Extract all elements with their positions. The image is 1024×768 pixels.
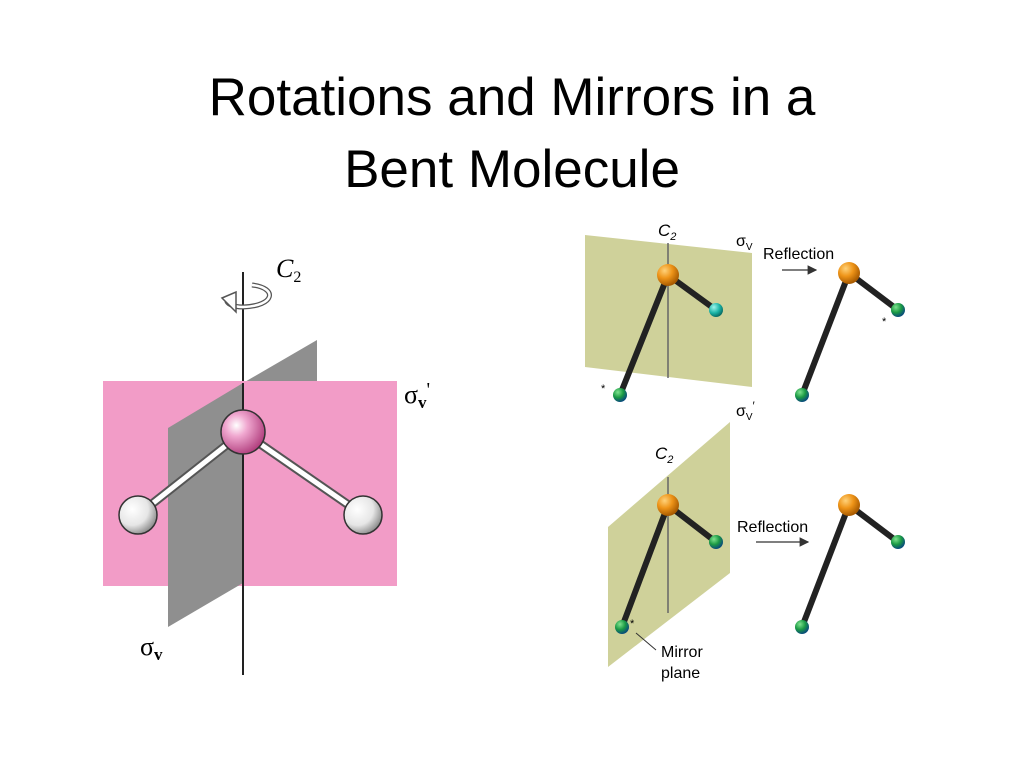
top-right-figure: * C2 σV Reflection * bbox=[585, 221, 905, 402]
sigma-v-prime-label: σv' bbox=[404, 379, 430, 412]
central-atom-top-reflected bbox=[838, 262, 860, 284]
bond-long-bottom-reflected bbox=[799, 503, 852, 629]
bottom-right-figure: * C2 σV′ Reflection Mirror plane bbox=[608, 399, 905, 682]
reflection-label-top: Reflection bbox=[763, 246, 834, 263]
atom-green-bottom-left bbox=[615, 620, 629, 634]
asterisk-before-top: * bbox=[601, 383, 606, 395]
central-atom bbox=[220, 409, 266, 455]
mirror-plane-leader bbox=[635, 632, 657, 651]
atom-green-bottom-reflected-left bbox=[795, 620, 809, 634]
title-line-1: Rotations and Mirrors in a bbox=[208, 68, 816, 127]
central-atom-bottom-reflected bbox=[838, 494, 860, 516]
asterisk-after-top: * bbox=[882, 316, 887, 328]
central-atom-top bbox=[657, 264, 679, 286]
bond-long-bottom bbox=[619, 503, 671, 629]
bond-long-top bbox=[617, 273, 671, 397]
sigma-v-plane-back bbox=[243, 340, 317, 383]
mirror-label-line-1: Mirror bbox=[661, 644, 703, 661]
sigma-v-label: σv bbox=[140, 632, 163, 664]
c2-label-bottom: C2 bbox=[655, 444, 673, 466]
sigma-v-label-top: σV bbox=[736, 233, 753, 253]
outer-atom-left bbox=[118, 495, 158, 535]
atom-green-top-reflected-right bbox=[891, 303, 905, 317]
atom-green-top bbox=[613, 388, 627, 402]
mirror-label-line-2: plane bbox=[661, 665, 700, 682]
c2-axis-label: C2 bbox=[276, 254, 301, 286]
atom-cyan-top bbox=[709, 303, 723, 317]
slide-title: Rotations and Mirrors in a Bent Molecule bbox=[0, 62, 1024, 206]
reflection-label-bottom: Reflection bbox=[737, 519, 808, 536]
outer-atom-right bbox=[343, 495, 383, 535]
atom-green-top-reflected-left bbox=[795, 388, 809, 402]
title-line-2: Bent Molecule bbox=[344, 140, 680, 199]
central-atom-bottom bbox=[657, 494, 679, 516]
atom-green-bottom-reflected-right bbox=[891, 535, 905, 549]
rotation-arrow-icon bbox=[220, 282, 272, 314]
sigma-v-prime-label-bottom: σV′ bbox=[736, 399, 756, 423]
bond-right-highlight bbox=[241, 429, 365, 518]
bond-long-top-reflected bbox=[799, 271, 852, 397]
left-figure: C2 σv' σv bbox=[103, 254, 430, 675]
sigma-v-prime-mirror-plane bbox=[608, 422, 730, 667]
asterisk-bottom: * bbox=[630, 618, 635, 630]
atom-green-bottom-right bbox=[709, 535, 723, 549]
c2-label-top: C2 bbox=[658, 221, 676, 243]
